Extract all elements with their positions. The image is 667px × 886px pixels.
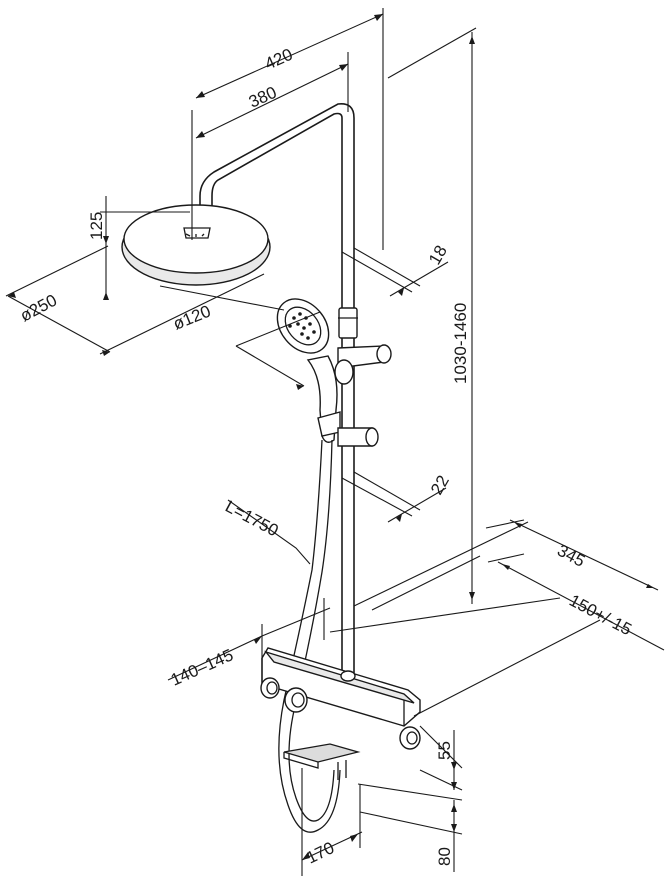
- dim-55-label: 55: [435, 741, 454, 760]
- rain-shower-head: [121, 204, 271, 286]
- upper-bracket: [334, 307, 392, 385]
- riser-pipe: [341, 118, 355, 680]
- left-knob: [260, 677, 280, 699]
- middle-knob: [284, 687, 308, 713]
- dim-380-label: 380: [246, 83, 280, 112]
- dim-1030: 1030-1460: [371, 27, 481, 611]
- dim-345-label: 345: [554, 541, 588, 571]
- dim-18: 18: [341, 242, 451, 297]
- dim-80: 80: [357, 783, 463, 872]
- dim-140-label: 140–145: [168, 645, 236, 689]
- shower-arm: [199, 102, 355, 214]
- lower-bracket: [317, 411, 379, 447]
- dim-170-label: 170: [303, 838, 337, 868]
- dim-125: 125: [87, 196, 190, 300]
- shower-hose: [278, 439, 341, 833]
- dim-420-label: 420: [262, 45, 296, 74]
- dim-345: 345: [353, 519, 659, 607]
- thermostat-mixer: [260, 647, 421, 750]
- dim-hose-label: L=1750: [222, 497, 281, 541]
- dim-1030-label: 1030-1460: [451, 303, 470, 384]
- dim-125-label: 125: [87, 212, 106, 240]
- dim-22: 22: [341, 471, 453, 523]
- dim-hose: L=1750: [222, 497, 311, 565]
- dim-420: 420: [191, 8, 384, 250]
- right-knob: [399, 726, 421, 750]
- dim-55: 55: [419, 725, 463, 791]
- dim-18-label: 18: [425, 242, 451, 268]
- bath-spout: [283, 743, 361, 780]
- dim-170: 170: [301, 768, 363, 876]
- dim-120-label: ø120: [170, 302, 213, 334]
- dim-22-label: 22: [427, 472, 453, 498]
- dim-250-label: ø250: [17, 291, 60, 326]
- dim-80-label: 80: [435, 847, 454, 866]
